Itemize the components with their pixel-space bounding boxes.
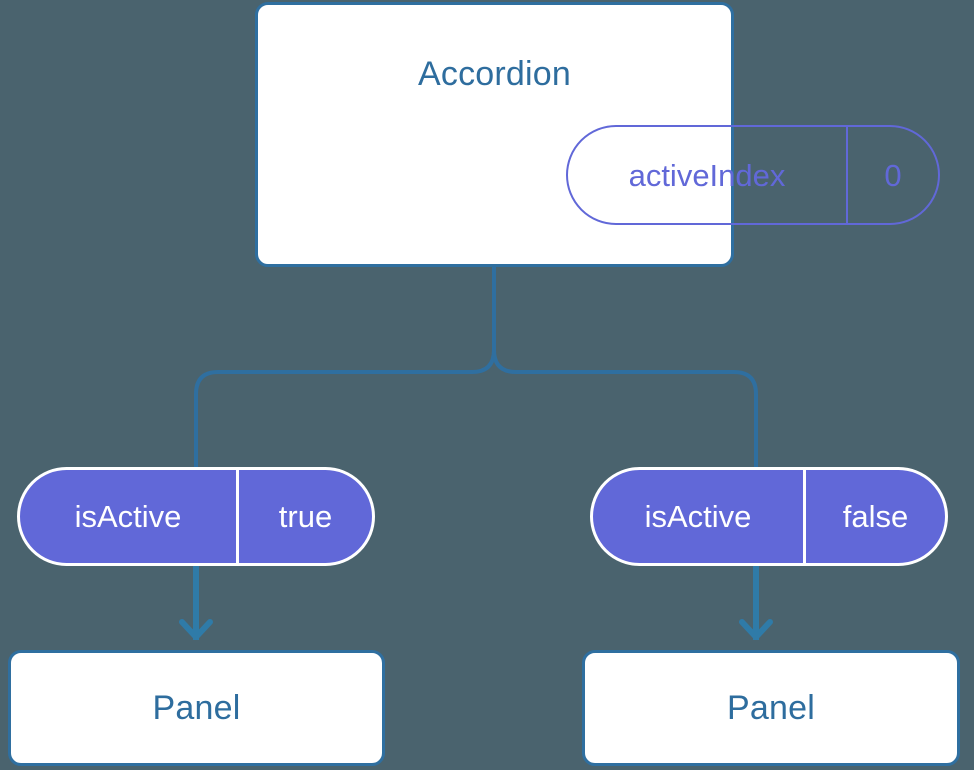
prop-pill-key: isActive <box>593 470 806 563</box>
panel-component-box-left[interactable]: Panel <box>8 650 385 766</box>
panel-component-box-right[interactable]: Panel <box>582 650 960 766</box>
arrow-right <box>739 566 773 640</box>
prop-pill-is-active-true[interactable]: isActive true <box>17 467 375 566</box>
prop-pill-value: true <box>278 499 333 534</box>
prop-pill-key: isActive <box>20 470 239 563</box>
connector-trunk <box>194 264 496 472</box>
accordion-component-box[interactable]: Accordion activeIndex 0 <box>255 2 940 267</box>
connector-trunk-right <box>492 264 758 472</box>
state-pill-key: activeIndex <box>568 127 848 223</box>
state-pill-value: 0 <box>884 157 902 193</box>
state-pill-active-index[interactable]: activeIndex 0 <box>566 125 940 225</box>
accordion-title: Accordion <box>418 55 571 93</box>
prop-pill-value: false <box>842 499 909 534</box>
prop-pill-is-active-false[interactable]: isActive false <box>590 467 948 566</box>
arrow-left <box>179 566 213 640</box>
panel-title: Panel <box>727 689 815 727</box>
panel-title: Panel <box>152 689 241 727</box>
